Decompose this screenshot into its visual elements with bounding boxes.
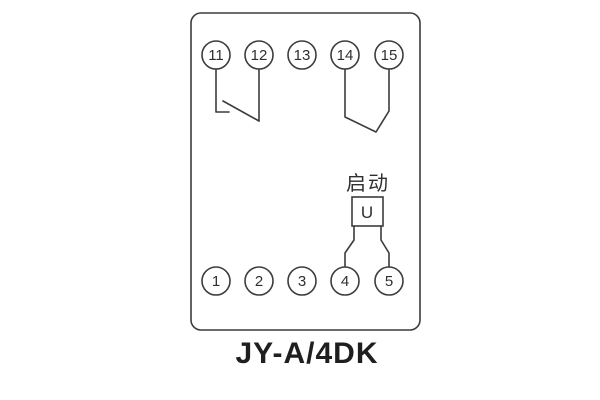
terminal-circle (330, 266, 360, 296)
terminal-number: 4 (341, 273, 349, 290)
contact-polyline (344, 68, 390, 133)
contact-fixed-lead (215, 68, 230, 113)
terminal-bottom-1: 1 (201, 266, 231, 296)
terminal-circle (330, 40, 360, 70)
terminal-bottom-4: 4 (330, 266, 360, 296)
terminal-number: 2 (255, 273, 263, 290)
terminal-number: 11 (208, 47, 224, 64)
voltage-element-box (351, 196, 384, 227)
terminal-circle (287, 40, 317, 70)
terminal-number: 14 (337, 47, 354, 64)
terminal-circle (201, 40, 231, 70)
terminal-bottom-5: 5 (374, 266, 404, 296)
terminal-circle (244, 40, 274, 70)
terminal-row-top: 11 12 13 14 15 (201, 40, 404, 70)
voltage-element-symbol: U (361, 203, 373, 222)
terminal-top-14: 14 (330, 40, 360, 70)
contact-blade (222, 100, 260, 122)
terminal-top-15: 15 (374, 40, 404, 70)
terminal-circle (201, 266, 231, 296)
terminal-circle (374, 266, 404, 296)
terminal-number: 1 (212, 273, 220, 290)
element-lead-left (344, 225, 355, 268)
terminal-bottom-2: 2 (244, 266, 274, 296)
terminal-bottom-3: 3 (287, 266, 317, 296)
terminal-top-13: 13 (287, 40, 317, 70)
contact-symbol-11-12 (215, 68, 260, 122)
terminal-number: 15 (381, 47, 398, 64)
terminal-circle (374, 40, 404, 70)
terminal-circle (244, 266, 274, 296)
terminal-circle (287, 266, 317, 296)
terminal-number: 5 (385, 273, 393, 290)
terminal-top-11: 11 (201, 40, 231, 70)
model-label: JY-A/4DK (235, 337, 378, 370)
element-lead-right (380, 225, 390, 268)
contact-symbol-14-15 (344, 68, 390, 133)
device-outline (190, 12, 421, 331)
terminal-number: 13 (294, 47, 311, 64)
terminal-top-12: 12 (244, 40, 274, 70)
terminal-row-bottom: 1 2 3 4 5 (201, 266, 404, 296)
terminal-number: 3 (298, 273, 306, 290)
terminal-number: 12 (251, 47, 268, 64)
element-label: 启动 (346, 171, 390, 195)
starting-element: 启动 U (344, 171, 390, 268)
